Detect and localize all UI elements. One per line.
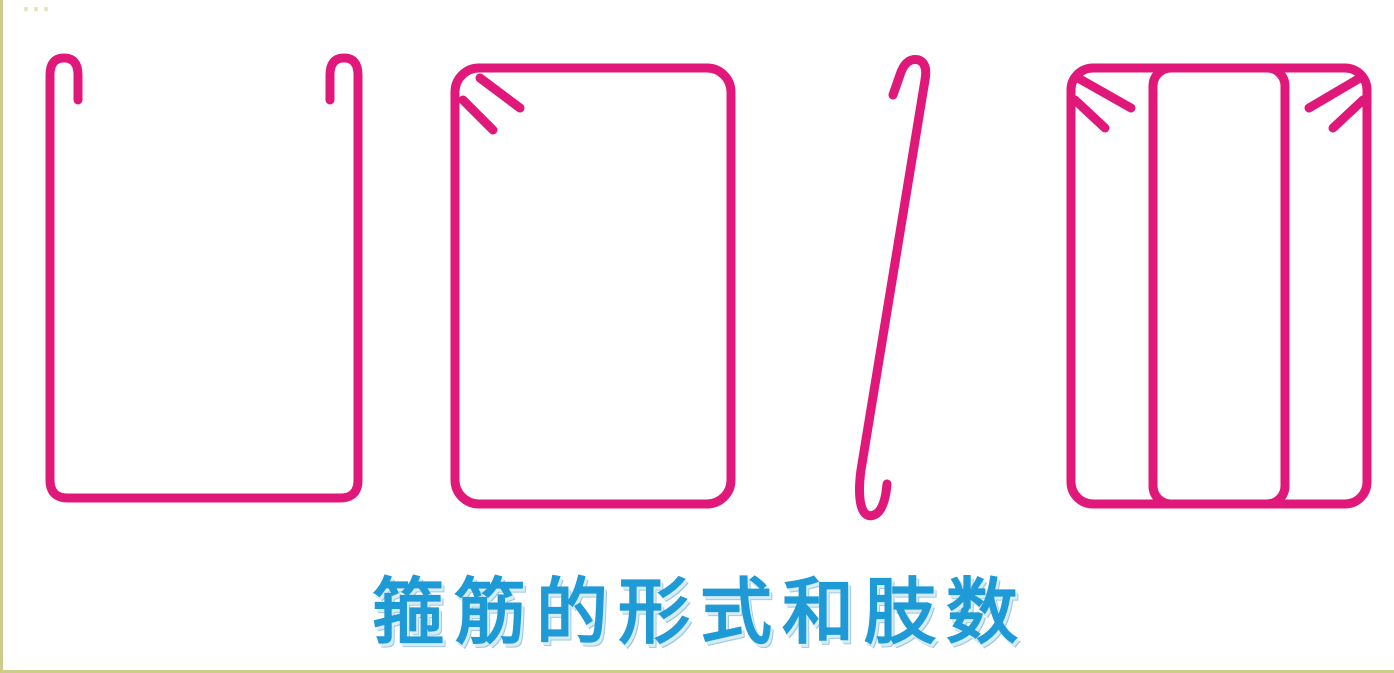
open-stirrup-shape — [45, 53, 363, 503]
single-leg-tie-shape — [855, 55, 931, 521]
closed-stirrup-shape — [450, 63, 736, 509]
top-partial-text: ... — [21, 0, 51, 20]
four-leg-stirrup-shape — [1066, 63, 1372, 509]
stirrup-diagram — [45, 53, 1372, 521]
figure-caption: 箍筋的形式和肢数 — [371, 570, 1028, 654]
